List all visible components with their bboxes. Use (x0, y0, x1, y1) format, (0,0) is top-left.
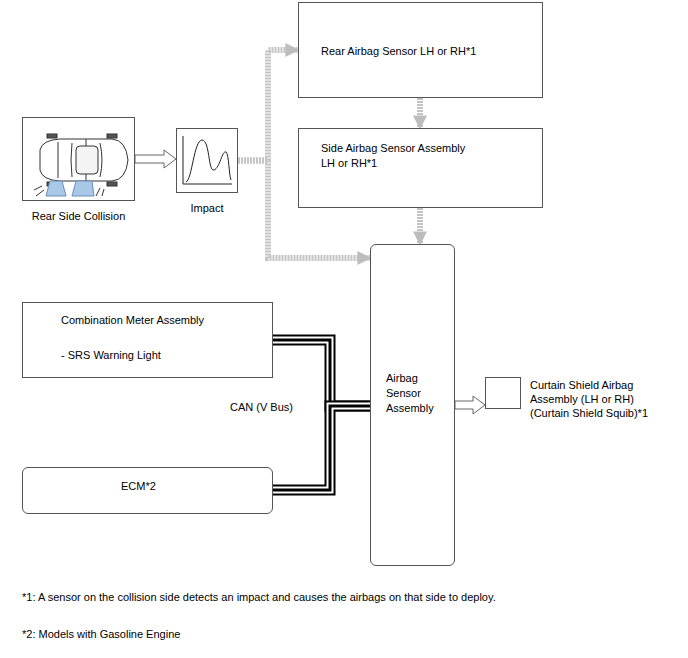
node-text: Airbag Sensor Assembly (386, 371, 446, 416)
bus-label: CAN (V Bus) (228, 400, 295, 414)
caption-text: Impact (190, 201, 223, 215)
sensor-box: Rear Airbag Sensor LH or RH*1 (298, 2, 543, 98)
signal-arrow (417, 98, 423, 128)
signal-arrow (238, 50, 298, 161)
ecu-box: Airbag Sensor Assembly (370, 244, 455, 566)
signal-arrow (238, 161, 370, 259)
can-bus-line (273, 340, 370, 406)
block-arrow (135, 150, 176, 168)
footnote: *2: Models with Gasoline Engine (22, 627, 180, 641)
signal-arrow (417, 208, 423, 244)
block-arrow (455, 396, 485, 414)
can-bus-line (273, 340, 370, 406)
node-text: Curtain Shield Airbag Assembly (LH or RH… (530, 378, 656, 420)
sensor-box: Side Airbag Sensor Assembly LH or RH*1 (298, 128, 543, 208)
signal-arrow (238, 161, 370, 259)
footnote: *1: A sensor on the collision side detec… (22, 590, 496, 604)
squib-box: Curtain Shield Airbag Assembly (LH or RH… (485, 377, 521, 409)
block-arrow (455, 396, 485, 414)
can-bus-line (273, 406, 370, 490)
graph-frame: Impact (176, 128, 238, 193)
node-text: ECM*2 (121, 479, 262, 494)
signal-arrow (420, 98, 421, 128)
node-text: Rear Airbag Sensor LH or RH*1 (321, 44, 532, 59)
can-bus-line (273, 406, 370, 490)
car-illustration (34, 134, 128, 196)
illustration-frame: Rear Side Collision (22, 117, 135, 201)
can-bus-line (273, 340, 370, 406)
impact-graph (183, 136, 232, 184)
meter-box: Combination Meter Assembly - SRS Warning … (22, 302, 273, 378)
node-text: Side Airbag Sensor Assembly LH or RH*1 (321, 141, 476, 171)
signal-arrow (238, 50, 298, 161)
caption-text: Rear Side Collision (32, 209, 126, 223)
can-bus-line (273, 406, 370, 490)
can-bus-line (273, 340, 370, 406)
can-bus-line (273, 406, 370, 490)
node-text: - SRS Warning Light (61, 348, 262, 363)
ecu-box: ECM*2 (22, 467, 273, 514)
block-arrow (135, 150, 176, 168)
node-text: Combination Meter Assembly (61, 313, 262, 328)
signal-arrow (420, 208, 421, 244)
